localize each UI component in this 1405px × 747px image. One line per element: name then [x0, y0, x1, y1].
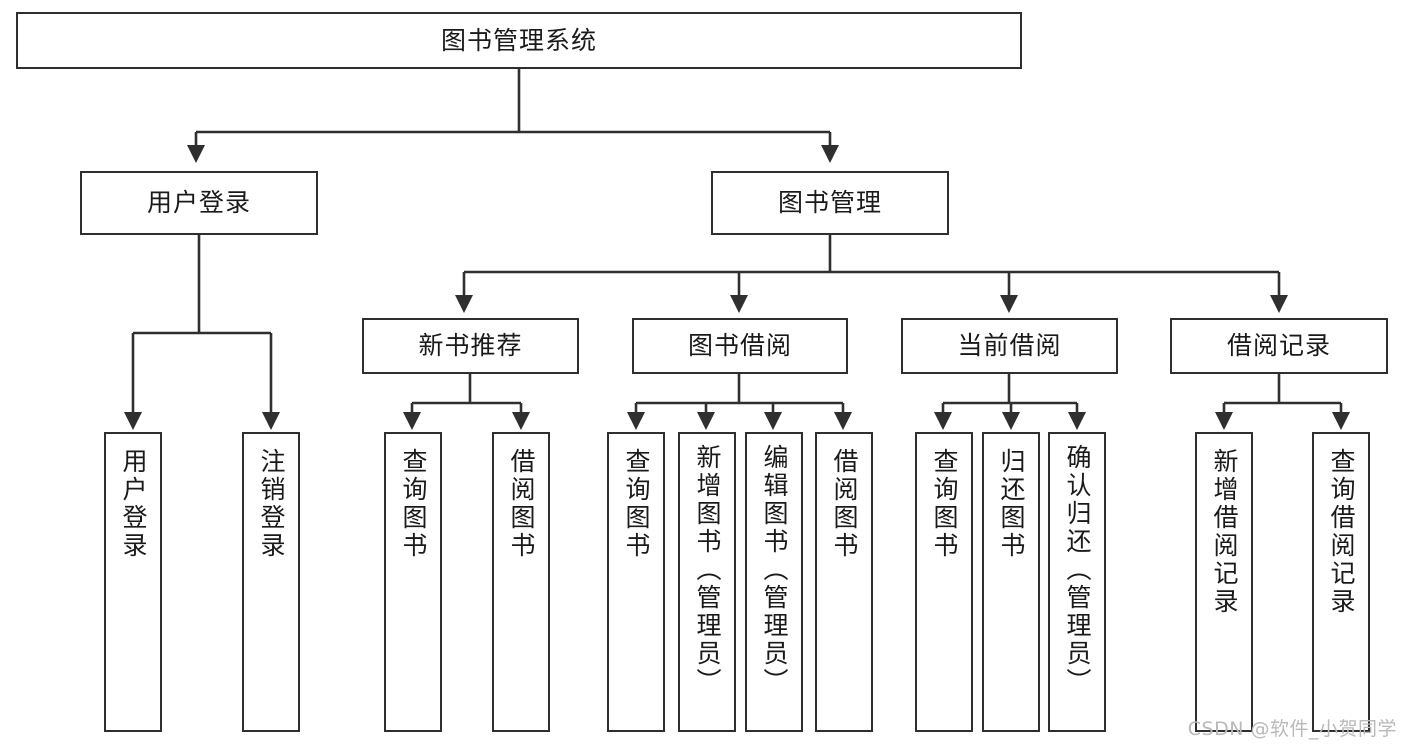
leaf-return-book[interactable]: 归还图书 [982, 432, 1040, 732]
leaf-confirm-return-admin[interactable]: 确认归还（管理员） [1048, 432, 1106, 732]
leaf-logout[interactable]: 注销登录 [242, 432, 300, 732]
node-book-management-label: 图书管理 [777, 188, 882, 218]
leaf-edit-book-admin[interactable]: 编辑图书（管理员） [745, 432, 803, 732]
node-book-borrow-label: 图书借阅 [687, 331, 792, 361]
leaf-user-login[interactable]: 用户登录 [104, 432, 162, 732]
leaf-logout-label: 注销登录 [257, 448, 286, 560]
leaf-add-book-admin[interactable]: 新增图书（管理员） [678, 432, 736, 732]
leaf-add-book-admin-label: 新增图书（管理员） [693, 444, 722, 696]
leaf-current-query-book-label: 查询图书 [930, 448, 959, 560]
leaf-new-book-borrow[interactable]: 借阅图书 [492, 432, 550, 732]
leaf-user-login-label: 用户登录 [119, 448, 148, 560]
node-root-label: 图书管理系统 [440, 25, 597, 55]
node-book-borrow[interactable]: 图书借阅 [632, 318, 848, 374]
leaf-borrow-query-book-label: 查询图书 [622, 448, 651, 560]
node-user-login[interactable]: 用户登录 [80, 171, 318, 235]
leaf-borrow-book-label: 借阅图书 [830, 448, 859, 560]
node-current-borrow-label: 当前借阅 [957, 331, 1062, 361]
leaf-confirm-return-admin-label: 确认归还（管理员） [1063, 444, 1092, 696]
leaf-return-book-label: 归还图书 [997, 448, 1026, 560]
node-root[interactable]: 图书管理系统 [16, 12, 1022, 69]
node-user-login-label: 用户登录 [146, 188, 251, 218]
leaf-edit-book-admin-label: 编辑图书（管理员） [760, 444, 789, 696]
leaf-borrow-query-book[interactable]: 查询图书 [607, 432, 665, 732]
leaf-query-borrow-record[interactable]: 查询借阅记录 [1312, 432, 1370, 732]
node-borrow-record[interactable]: 借阅记录 [1170, 318, 1388, 374]
watermark: CSDN @软件_小贺同学 [1187, 718, 1397, 740]
leaf-add-borrow-record-label: 新增借阅记录 [1210, 448, 1239, 616]
leaf-new-book-query-label: 查询图书 [399, 448, 428, 560]
leaf-add-borrow-record[interactable]: 新增借阅记录 [1195, 432, 1253, 732]
leaf-borrow-book[interactable]: 借阅图书 [815, 432, 873, 732]
node-new-book-recommend[interactable]: 新书推荐 [362, 318, 579, 374]
leaf-new-book-borrow-label: 借阅图书 [507, 448, 536, 560]
node-current-borrow[interactable]: 当前借阅 [901, 318, 1118, 374]
node-borrow-record-label: 借阅记录 [1226, 331, 1331, 361]
leaf-query-borrow-record-label: 查询借阅记录 [1327, 448, 1356, 616]
node-new-book-recommend-label: 新书推荐 [418, 331, 523, 361]
leaf-new-book-query[interactable]: 查询图书 [384, 432, 442, 732]
leaf-current-query-book[interactable]: 查询图书 [915, 432, 973, 732]
node-book-management[interactable]: 图书管理 [711, 171, 949, 235]
